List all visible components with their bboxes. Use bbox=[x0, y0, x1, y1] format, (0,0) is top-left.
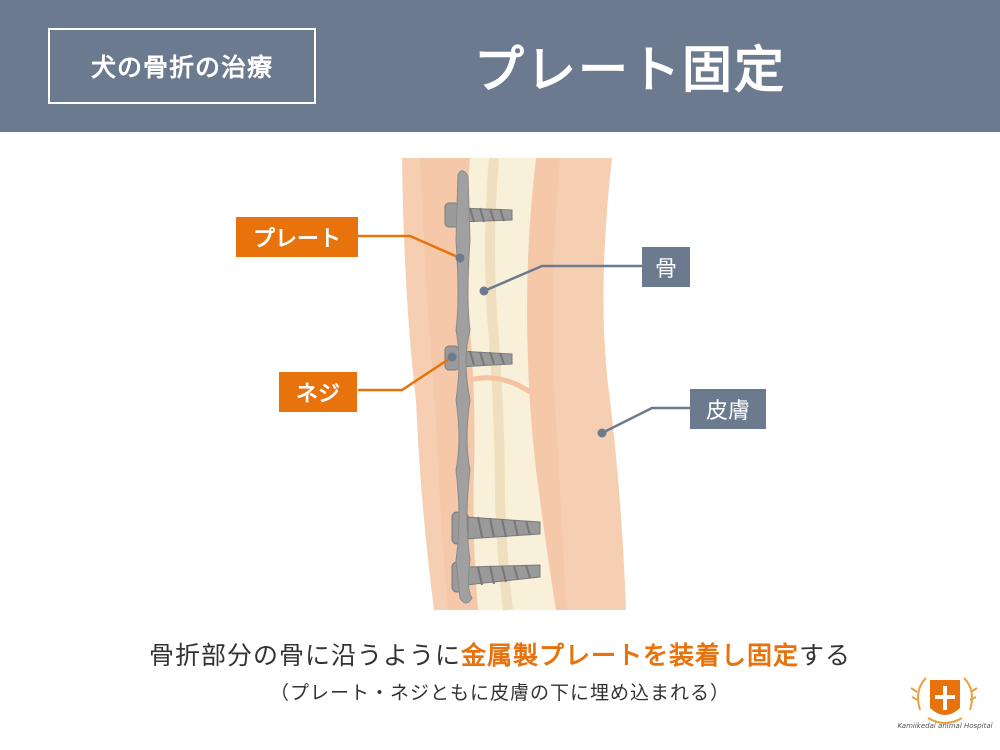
skin-leader-dot bbox=[597, 428, 607, 438]
metal-plate bbox=[455, 170, 473, 604]
screw-label: ネジ bbox=[279, 372, 357, 412]
hospital-logo bbox=[910, 677, 978, 724]
caption-post: する bbox=[799, 641, 852, 670]
caption-highlight-plate: 金属製プレート bbox=[460, 641, 643, 670]
caption-note: （プレート・ネジともに皮膚の下に埋め込まれる） bbox=[269, 682, 730, 704]
caption-highlight-fix: 装着し固定 bbox=[669, 641, 800, 670]
bone-leader-line bbox=[483, 264, 642, 293]
screw-1 bbox=[444, 202, 513, 228]
hospital-logo-text: Kamiikedai animal Hospital bbox=[897, 722, 993, 730]
plate-fixation-diagram bbox=[358, 157, 690, 611]
plate-leader-dot bbox=[455, 253, 465, 263]
caption-main: 骨折部分の骨に沿うように金属製プレートを装着し固定する bbox=[0, 636, 1000, 672]
screw-leader-line bbox=[358, 355, 453, 392]
category-label: 犬の骨折の治療 bbox=[48, 28, 316, 104]
screw-2 bbox=[444, 345, 513, 371]
screw-leader-dot bbox=[447, 352, 457, 362]
caption-pre: 骨折部分の骨に沿うように bbox=[148, 641, 461, 670]
plate-label: プレート bbox=[236, 217, 358, 257]
skin-leader-line bbox=[601, 406, 690, 435]
skin-label: 皮膚 bbox=[690, 389, 766, 429]
page-title: プレート固定 bbox=[474, 41, 786, 99]
bone-leader-dot bbox=[479, 286, 489, 296]
header-bar: 犬の骨折の治療 プレート固定 bbox=[0, 0, 1000, 132]
plate-leader-line bbox=[358, 234, 461, 260]
bone-label: 骨 bbox=[642, 247, 690, 287]
caption-mid: を bbox=[642, 641, 669, 670]
bone-cortex-line bbox=[485, 157, 513, 611]
fracture-line bbox=[469, 375, 532, 395]
